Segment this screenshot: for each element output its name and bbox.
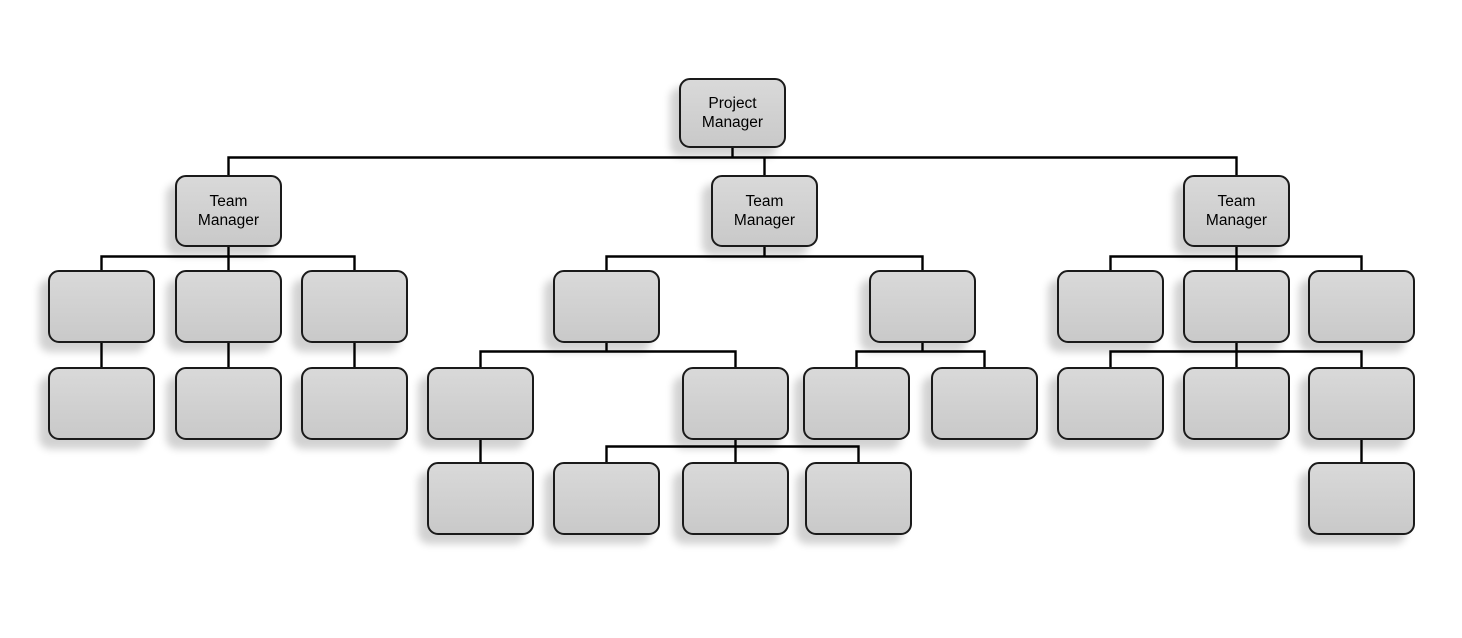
connector-tm3-rail	[1109, 255, 1363, 270]
node-left-row2-col2	[175, 367, 282, 440]
node-label: Team Manager	[733, 193, 796, 229]
node-right-row3-col3	[1308, 462, 1415, 535]
node-mid-row3-2	[553, 462, 660, 535]
node-left-row1-col3	[301, 270, 408, 343]
node-label: Team Manager	[1205, 193, 1268, 229]
node-mid-row3-3	[682, 462, 789, 535]
node-right-row1-col2	[1183, 270, 1290, 343]
connector-mid-l2-rail	[605, 445, 860, 462]
node-left-row2-col3	[301, 367, 408, 440]
connector-tm1-rail	[100, 255, 356, 270]
node-right-row1-col3	[1308, 270, 1415, 343]
node-project-manager: Project Manager	[679, 78, 786, 148]
node-team-manager-1: Team Manager	[175, 175, 282, 247]
node-team-manager-2: Team Manager	[711, 175, 818, 247]
connector-mid-r-rail	[855, 350, 986, 367]
node-mid-row3-1	[427, 462, 534, 535]
node-right-row2-col3	[1308, 367, 1415, 440]
node-right-row1-col1	[1057, 270, 1164, 343]
node-mid-row2-1	[427, 367, 534, 440]
connector-mid-l-rail	[479, 350, 737, 367]
node-label: Team Manager	[197, 193, 260, 229]
node-left-row1-col1	[48, 270, 155, 343]
node-mid-row1-left	[553, 270, 660, 343]
node-mid-row3-4	[805, 462, 912, 535]
node-mid-row2-4	[931, 367, 1038, 440]
node-team-manager-3: Team Manager	[1183, 175, 1290, 247]
node-right-row2-col2	[1183, 367, 1290, 440]
node-right-row2-col1	[1057, 367, 1164, 440]
node-mid-row2-3	[803, 367, 910, 440]
connector-tm2-rail	[605, 255, 924, 270]
node-mid-row1-right	[869, 270, 976, 343]
node-left-row1-col2	[175, 270, 282, 343]
node-mid-row2-2	[682, 367, 789, 440]
connector-right-mid-rail	[1109, 350, 1363, 367]
node-left-row2-col1	[48, 367, 155, 440]
connector-root-rail	[227, 156, 1238, 175]
node-label: Project Manager	[701, 95, 764, 131]
